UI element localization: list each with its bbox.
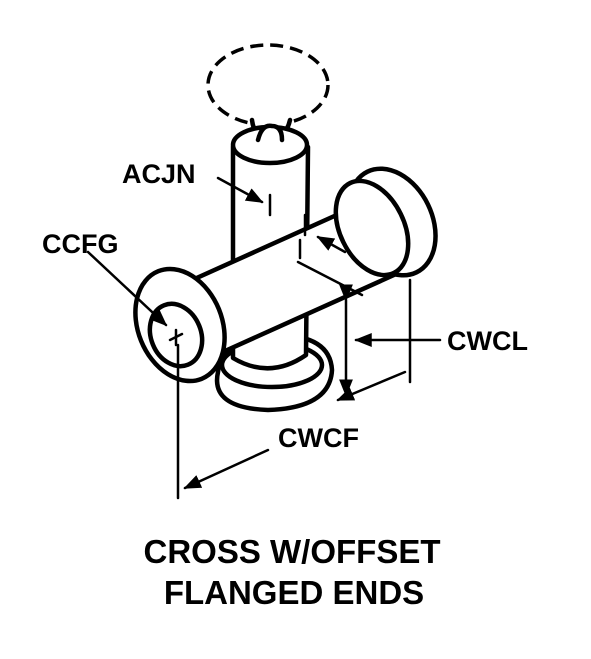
label-acjn: ACJN: [122, 159, 196, 189]
label-ccfg: CCFG: [42, 229, 119, 259]
label-cwcl: CWCL: [447, 326, 528, 356]
ccfg-leader: [86, 250, 168, 327]
label-cwcf: CWCF: [278, 423, 359, 453]
cwcl-dimension: [296, 260, 442, 397]
acjn-leader: [216, 176, 347, 254]
centerline-marks: [268, 193, 307, 260]
right-flange: [333, 166, 438, 278]
cwcf-dimension: [176, 343, 407, 500]
caption-line-1: CROSS W/OFFSET: [144, 533, 441, 570]
caption-line-2: FLANGED ENDS: [164, 574, 424, 611]
